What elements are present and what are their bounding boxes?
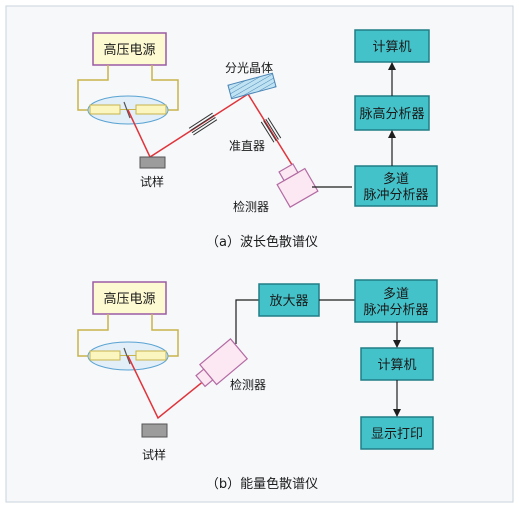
a-mca-label-2: 脉冲分析器 xyxy=(363,188,428,203)
b-wire-detector-amp xyxy=(235,299,259,344)
a-detector xyxy=(276,163,319,208)
a-sample xyxy=(139,156,166,169)
b-hv-source-label: 高压电源 xyxy=(103,291,155,307)
b-tube-wire-right xyxy=(151,314,179,357)
b-xray-beam xyxy=(127,355,206,420)
b-sample-label: 试样 xyxy=(142,447,166,462)
b-display-print-label: 显示打印 xyxy=(371,427,423,442)
a-crystal xyxy=(227,72,277,100)
b-xray-tube xyxy=(87,341,169,371)
a-tube-wire-right xyxy=(151,65,179,111)
b-amplifier-box xyxy=(258,283,320,317)
b-mca-box xyxy=(354,279,438,323)
a-collimator-label: 准直器 xyxy=(229,139,265,153)
b-tube-wire xyxy=(77,314,109,357)
a-mca-label-1: 多道 xyxy=(383,171,409,187)
a-sample-label: 试样 xyxy=(140,174,164,189)
a-hv-source-box xyxy=(92,32,167,66)
a-pha-label: 脉高分析器 xyxy=(359,106,424,122)
b-display-print-box xyxy=(360,416,434,450)
a-caption: （a）波长色散谱仪 xyxy=(206,234,318,250)
b-hv-source-box xyxy=(92,281,167,315)
b-computer-box xyxy=(360,347,434,381)
b-detector xyxy=(195,338,249,388)
b-mca-label-2: 脉冲分析器 xyxy=(363,303,428,318)
b-mca-label-1: 多道 xyxy=(383,286,409,302)
a-mca-box xyxy=(354,165,438,207)
b-amplifier-label: 放大器 xyxy=(269,294,308,309)
a-tube-wire xyxy=(77,65,109,111)
b-detector-label: 检测器 xyxy=(230,377,266,392)
a-collimator-1 xyxy=(188,112,218,136)
a-computer-label: 计算机 xyxy=(372,40,411,55)
a-crystal-label: 分光晶体 xyxy=(225,61,273,75)
b-caption: （b）能量色散谱仪 xyxy=(206,476,318,492)
panel-b: 高压电源 试样 检测器 放大器 多道 脉冲分析器 计算 xyxy=(77,279,438,492)
b-sample xyxy=(141,423,168,438)
a-collimator-2 xyxy=(260,117,282,143)
a-hv-source-label: 高压电源 xyxy=(103,42,155,58)
b-computer-label: 计算机 xyxy=(377,358,416,373)
a-detector-label: 检测器 xyxy=(233,199,269,214)
a-computer-box xyxy=(354,29,430,63)
panel-a: 高压电源 试样 分光晶体 xyxy=(77,29,438,250)
